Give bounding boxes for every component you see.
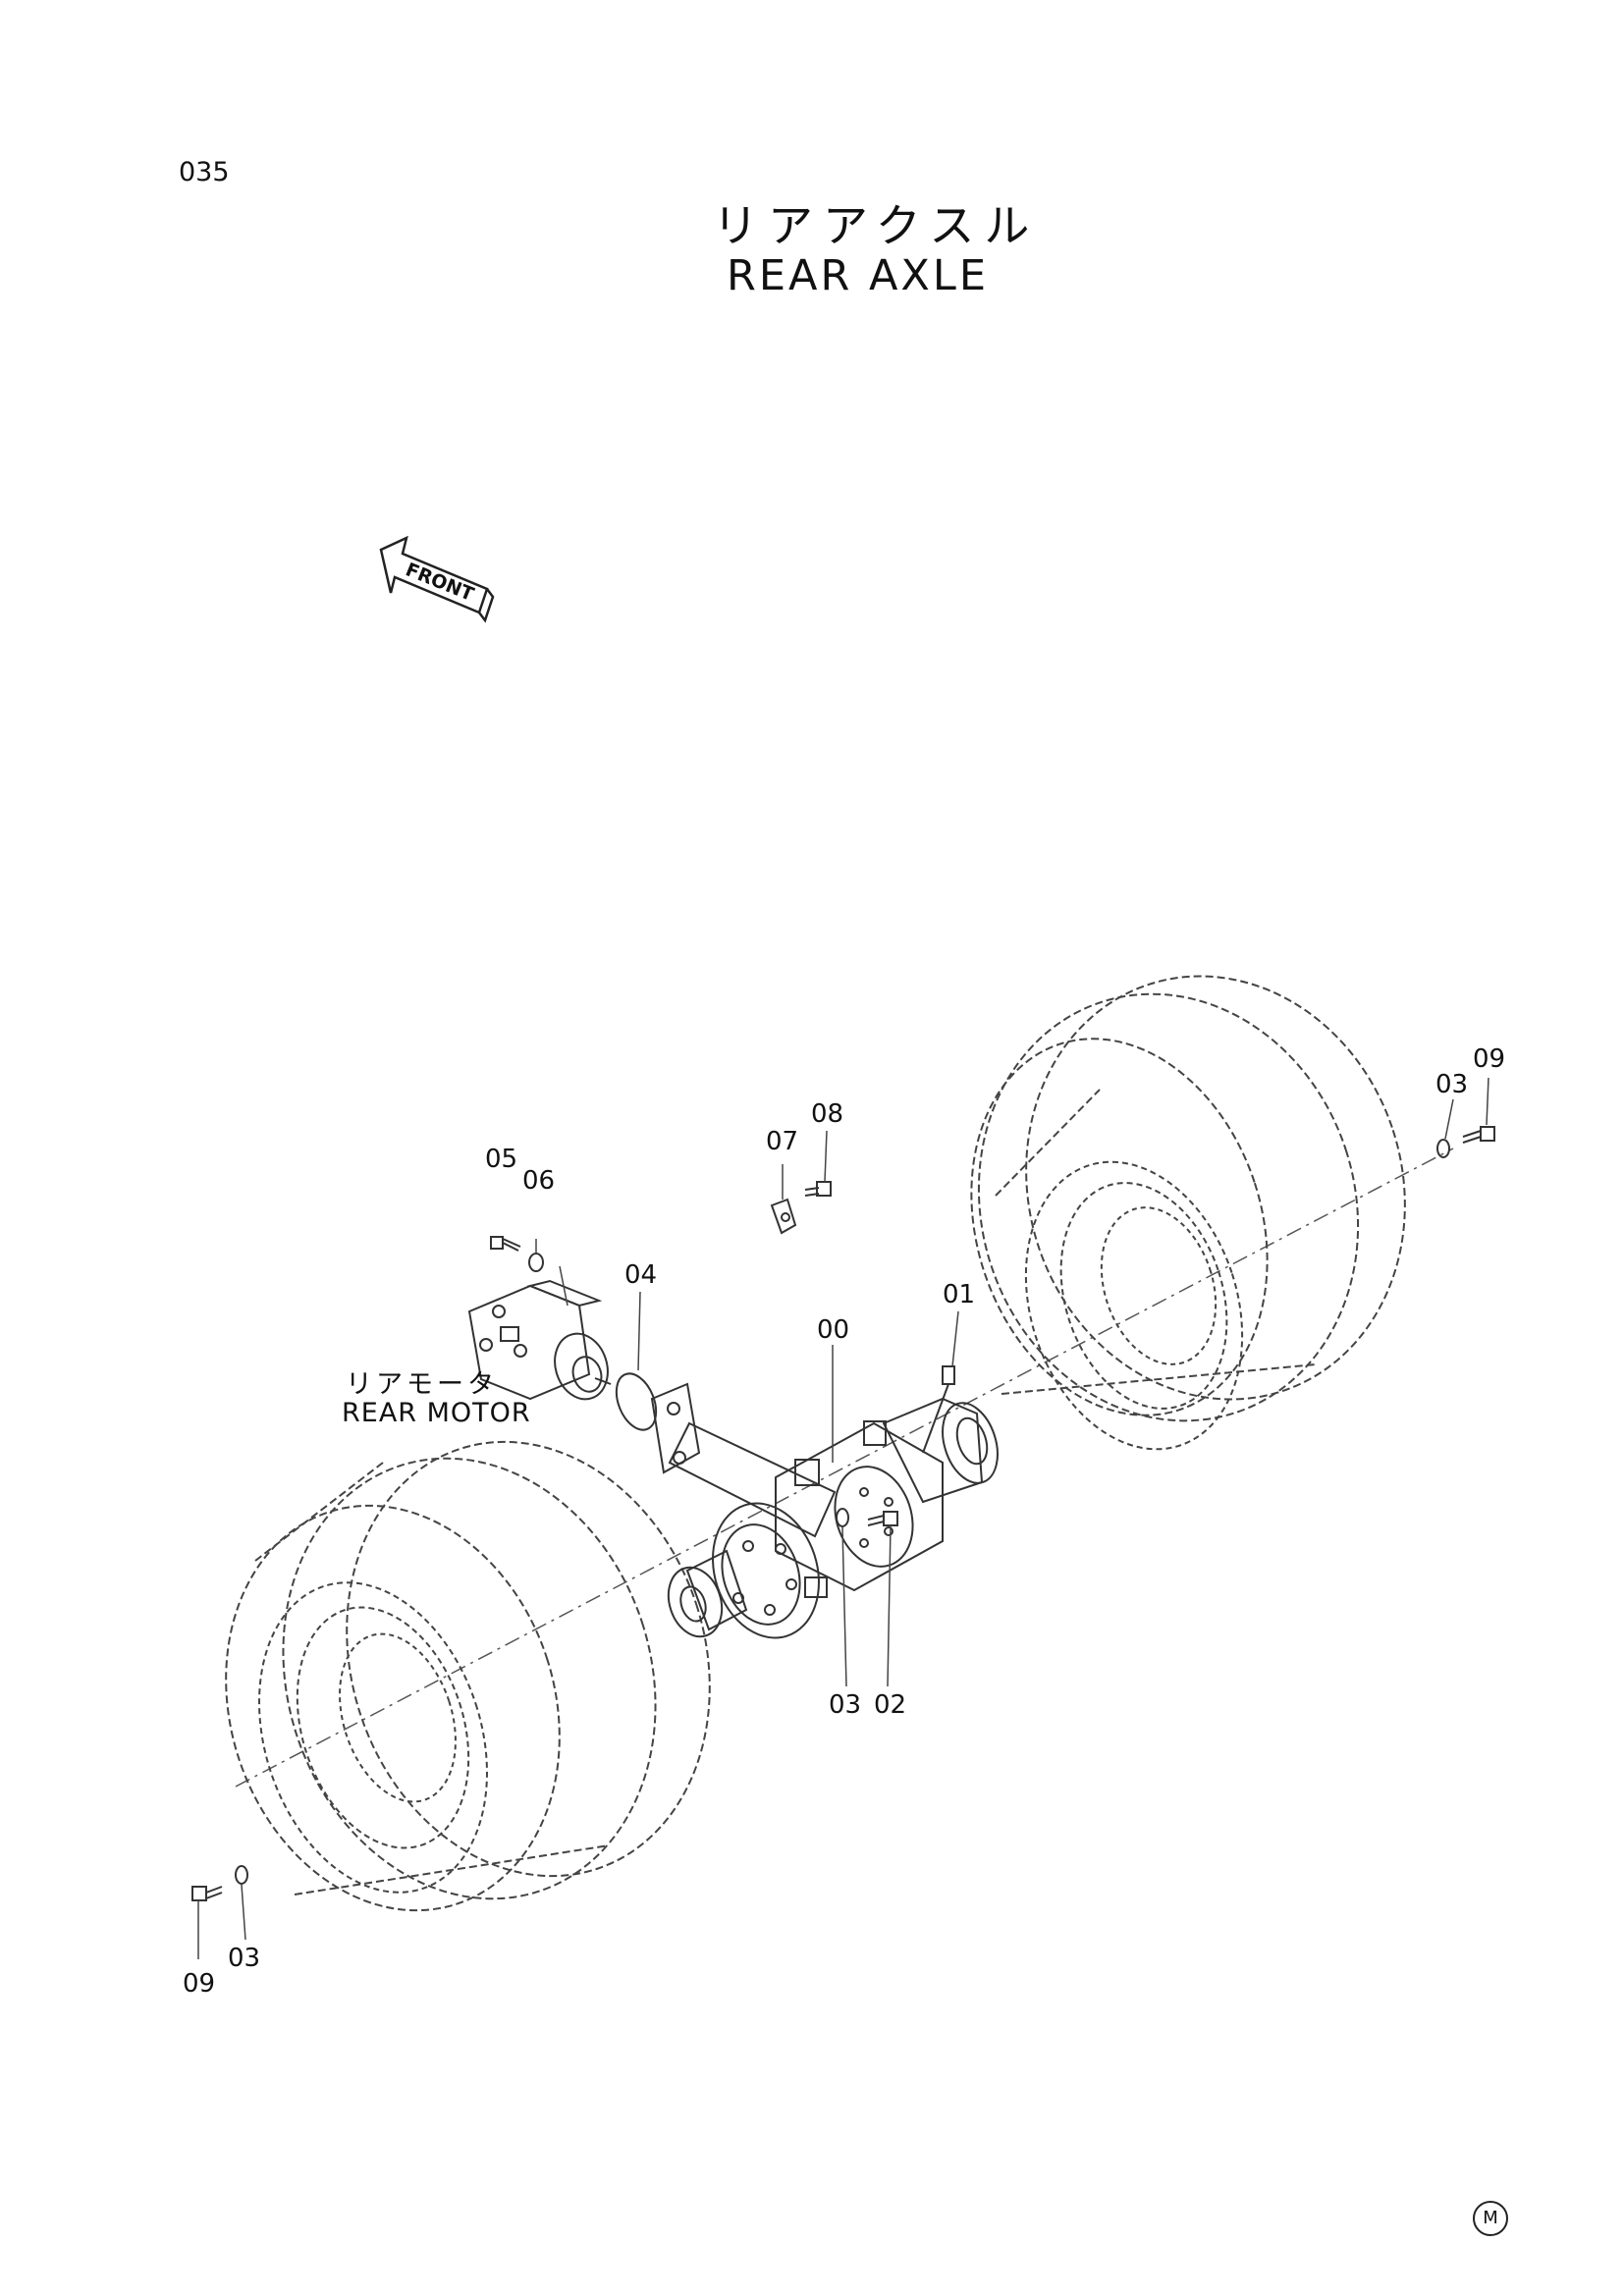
callout-01: 01 — [943, 1280, 976, 1309]
front-arrow-icon: FRONT — [379, 535, 495, 623]
title-english: REAR AXLE — [727, 251, 990, 300]
callout-03-center: 03 — [829, 1690, 862, 1720]
callout-03-left: 03 — [228, 1944, 261, 1973]
left-wheel — [225, 1440, 711, 1912]
callout-05: 05 — [485, 1145, 518, 1174]
title-japanese: リアアクスル — [713, 199, 1040, 252]
washer-03-center — [836, 1508, 849, 1527]
bolt-05 — [490, 1236, 521, 1252]
leader-lines — [197, 1077, 1489, 1959]
callout-07: 07 — [766, 1127, 799, 1156]
callout-02: 02 — [874, 1690, 907, 1720]
callout-03-right: 03 — [1435, 1070, 1469, 1099]
callout-04: 04 — [624, 1260, 658, 1290]
o-ring-04 — [615, 1372, 658, 1431]
washer-03-right — [1436, 1139, 1450, 1158]
callout-00: 00 — [817, 1315, 850, 1345]
washer-06 — [528, 1253, 544, 1272]
callout-09-left: 09 — [183, 1969, 216, 1999]
bracket-07 — [770, 1198, 797, 1235]
bolt-09-right — [1462, 1126, 1495, 1144]
right-wheel — [970, 975, 1406, 1451]
callout-09-right: 09 — [1473, 1044, 1506, 1074]
rear-motor — [467, 1279, 612, 1401]
bolt-08 — [804, 1181, 832, 1197]
front-arrow-label: FRONT — [403, 559, 477, 606]
callout-06: 06 — [522, 1166, 556, 1196]
bolt-02 — [867, 1511, 898, 1526]
rear-motor-label-english: REAR MOTOR — [342, 1398, 531, 1428]
page-number: 035 — [179, 157, 230, 187]
rear-motor-label-japanese: リアモータ — [346, 1369, 498, 1400]
bolt-09-left — [191, 1886, 223, 1901]
callout-08: 08 — [811, 1099, 844, 1129]
axle-housing — [650, 1382, 999, 1639]
manufacturer-mark: M — [1473, 2201, 1508, 2236]
washer-03-left — [235, 1865, 248, 1885]
breather-01 — [922, 1365, 955, 1454]
